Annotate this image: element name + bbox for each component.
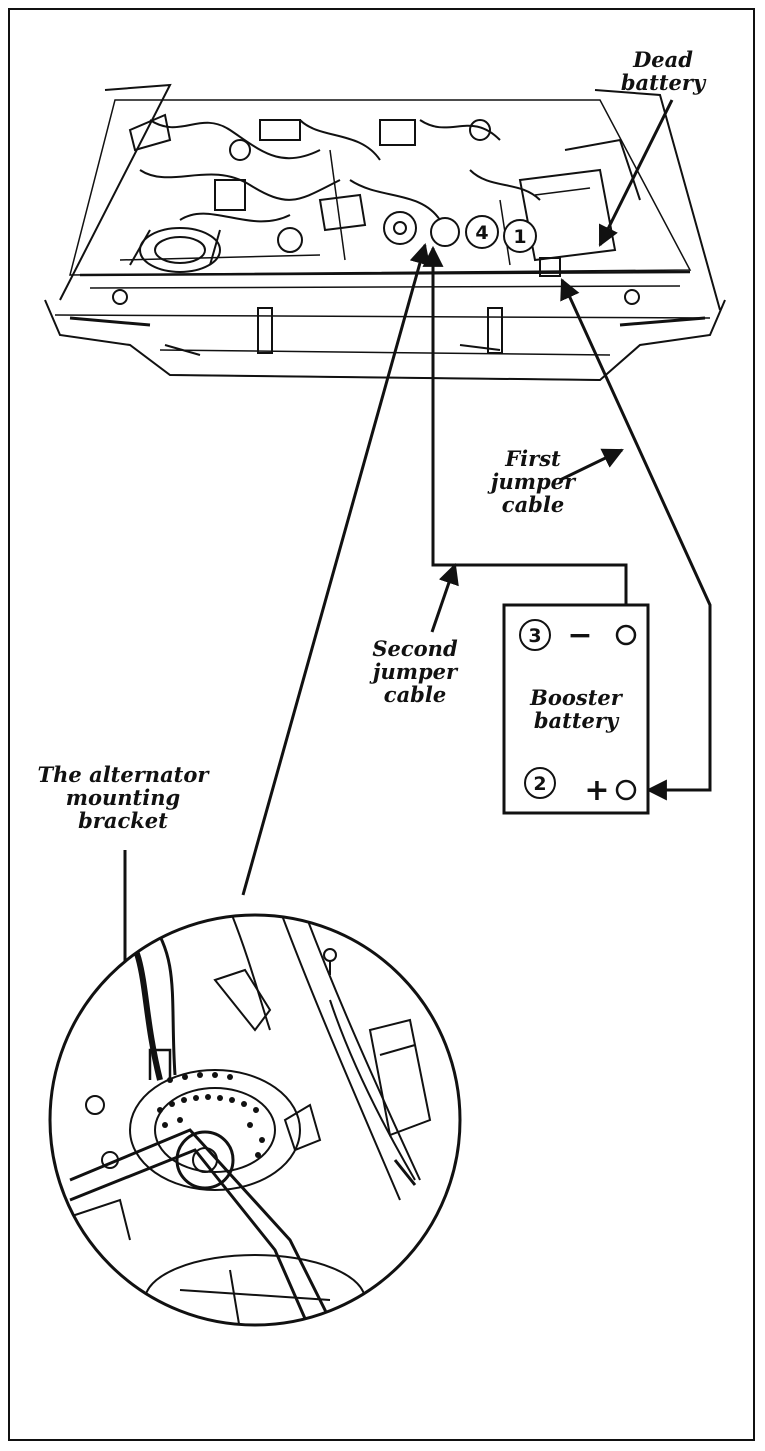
negative-terminal: [615, 624, 637, 646]
callout-1: 1: [503, 219, 537, 253]
positive-terminal: [615, 779, 637, 801]
callout-2: 2: [524, 767, 556, 799]
negative-sign: −: [567, 618, 592, 653]
second-jumper-cable-label: Second jumper cable: [372, 636, 458, 707]
alternator-detail-view: [48, 913, 462, 1327]
callout-3: 3: [519, 619, 551, 651]
callout-4: 4: [465, 215, 499, 249]
svg-text:4: 4: [475, 222, 488, 244]
svg-text:1: 1: [513, 226, 526, 248]
svg-text:3: 3: [528, 625, 541, 647]
second-jumper-cable: [422, 245, 637, 628]
svg-text:2: 2: [533, 773, 546, 795]
second-cable-label-arrow: [430, 563, 459, 633]
booster-battery-label: Booster battery: [530, 685, 622, 733]
first-jumper-cable: [560, 278, 712, 801]
alternator-bracket-label: The alternator mounting bracket: [37, 762, 209, 833]
first-cable-label-arrow: [559, 448, 624, 482]
dead-battery-arrow: [598, 99, 674, 247]
dead-battery-label: Dead battery: [620, 47, 706, 95]
alternator-pointer-line: [241, 242, 431, 896]
positive-sign: +: [584, 773, 609, 808]
engine-bay-illustration: [44, 83, 726, 382]
first-jumper-cable-label: First jumper cable: [490, 446, 576, 517]
